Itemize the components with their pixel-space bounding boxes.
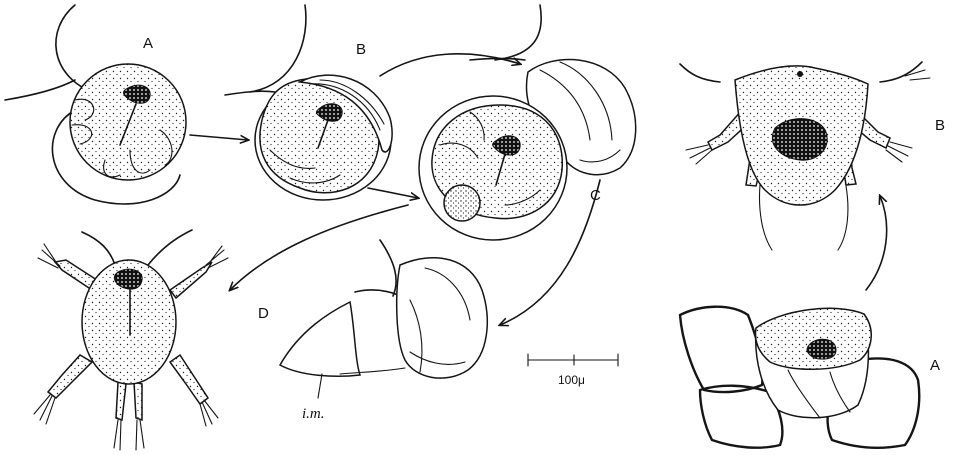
label-stage-b: B — [356, 41, 366, 58]
median-eye — [797, 71, 803, 77]
label-right-b: B — [935, 117, 945, 134]
mandible-right — [134, 382, 142, 420]
shell-line — [5, 80, 75, 100]
shell-arc — [56, 5, 92, 92]
antennule-left-setae — [686, 145, 712, 164]
frontal-filament-right — [148, 230, 192, 265]
antenna-right-setae — [200, 400, 218, 426]
nauplius-body — [756, 308, 872, 369]
nauplius-eye — [807, 339, 836, 359]
horn-setae — [905, 70, 930, 80]
right-stage-b-nauplius: B — [680, 62, 945, 250]
label-inner-membrane: i.m. — [302, 406, 325, 422]
inner-membrane — [280, 302, 360, 376]
arrow-right-a-to-b — [866, 196, 887, 290]
right-stage-a-egg-mass: A — [680, 307, 940, 448]
mandible-left — [116, 382, 126, 420]
discarded-membranes: i.m. — [280, 240, 487, 422]
stage-a-egg: A — [5, 5, 186, 204]
shell-line — [225, 91, 275, 95]
label-stage-d: D — [258, 305, 269, 322]
stage-d-nauplius: D — [34, 230, 269, 450]
antennule-right-setae — [886, 142, 912, 162]
stage-b-egg: B — [225, 5, 392, 200]
arrow-b-to-shell — [380, 54, 520, 76]
antenna-left-setae — [34, 395, 55, 424]
label-stage-a: A — [143, 35, 153, 52]
im-pointer — [318, 374, 322, 398]
antenna-left — [48, 355, 92, 398]
scale-bar: 100μ — [528, 354, 618, 387]
egg-capsule-left-top — [680, 307, 762, 392]
frontal-horn-left — [680, 64, 720, 82]
arrow-b-to-c — [368, 188, 418, 198]
emerging-limb-bulb — [444, 185, 480, 221]
arrow-c-to-d — [230, 205, 408, 290]
shell-arc — [495, 5, 541, 60]
antennule-right — [170, 262, 212, 298]
arrow-a-to-b — [190, 135, 248, 140]
stage-c-egg: C — [419, 5, 636, 240]
shell-arc — [380, 240, 396, 296]
mandible-setae — [114, 420, 144, 450]
frontal-filament-left — [82, 232, 115, 265]
shell-arc — [250, 5, 306, 92]
outer-shell-half — [397, 258, 488, 378]
antenna-right — [170, 355, 208, 404]
scale-label: 100μ — [558, 373, 585, 387]
label-right-a: A — [930, 357, 940, 374]
